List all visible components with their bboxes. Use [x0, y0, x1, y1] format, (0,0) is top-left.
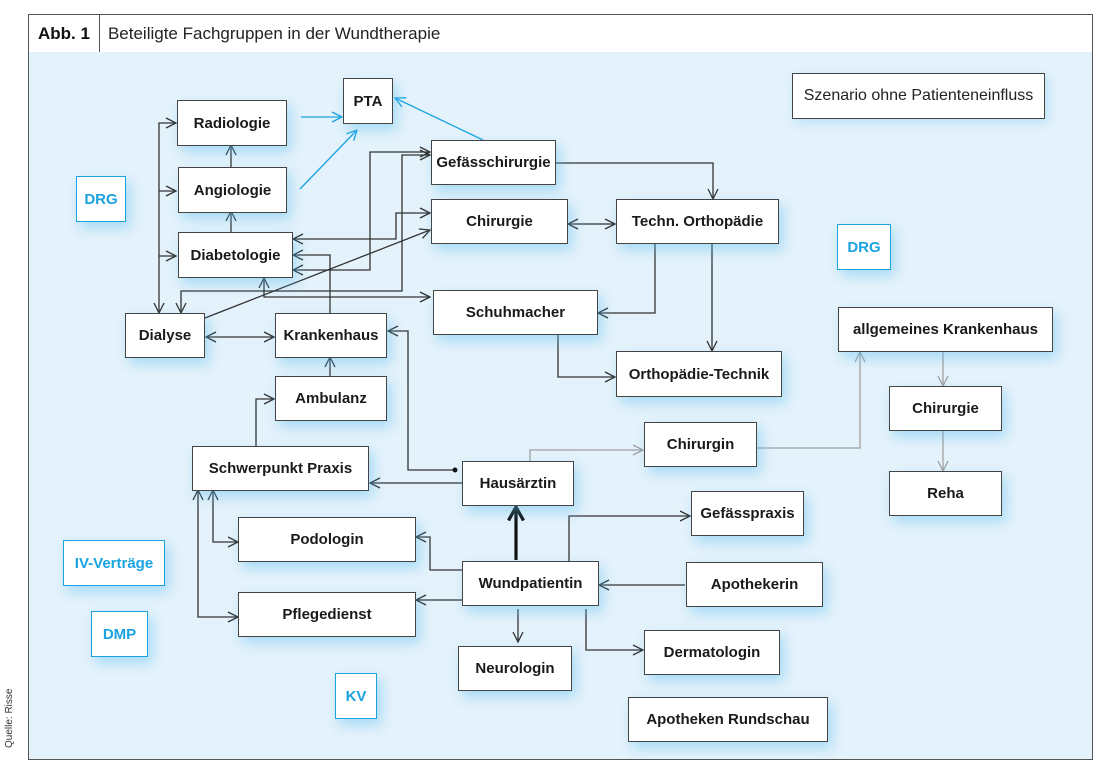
node-dialyse[interactable]: Dialyse: [125, 313, 205, 358]
tag-iv-vertraege: IV-Verträge: [63, 540, 165, 586]
node-radiologie[interactable]: Radiologie: [177, 100, 287, 146]
node-schuhmacher[interactable]: Schuhmacher: [433, 290, 598, 335]
node-reha[interactable]: Reha: [889, 471, 1002, 516]
node-chirurgie-2[interactable]: Chirurgie: [889, 386, 1002, 431]
node-gefaesschirurgie[interactable]: Gefässchirurgie: [431, 140, 556, 185]
tag-kv: KV: [335, 673, 377, 719]
node-podologin[interactable]: Podologin: [238, 517, 416, 562]
node-ambulanz[interactable]: Ambulanz: [275, 376, 387, 421]
node-apothekerin[interactable]: Apothekerin: [686, 562, 823, 607]
node-schwerpunkt-praxis[interactable]: Schwerpunkt Praxis: [192, 446, 369, 491]
node-diabetologie[interactable]: Diabetologie: [178, 232, 293, 278]
tag-drg-right: DRG: [837, 224, 891, 270]
node-techn-orthopaedie[interactable]: Techn. Orthopädie: [616, 199, 779, 244]
node-pta[interactable]: PTA: [343, 78, 393, 124]
node-chirurgie[interactable]: Chirurgie: [431, 199, 568, 244]
node-neurologin[interactable]: Neurologin: [458, 646, 572, 691]
node-allgemeines-krankenhaus[interactable]: allgemeines Krankenhaus: [838, 307, 1053, 352]
node-chirurgin[interactable]: Chirurgin: [644, 422, 757, 467]
node-orthopaedie-technik[interactable]: Orthopädie-Technik: [616, 351, 782, 397]
figure-title: Beteiligte Fachgruppen in der Wundtherap…: [107, 23, 441, 43]
node-hausaerztin[interactable]: Hausärztin: [462, 461, 574, 506]
tag-drg-left: DRG: [76, 176, 126, 222]
node-pflegedienst[interactable]: Pflegedienst: [238, 592, 416, 637]
node-gefaesspraxis[interactable]: Gefässpraxis: [691, 491, 804, 536]
figure-label: Abb. 1: [29, 15, 100, 52]
figure-header: Abb. 1 Beteiligte Fachgruppen in der Wun…: [29, 15, 1092, 53]
source-credit: Quelle: Risse: [4, 688, 15, 748]
node-angiologie[interactable]: Angiologie: [178, 167, 287, 213]
tag-dmp: DMP: [91, 611, 148, 657]
scenario-label: Szenario ohne Patienteneinfluss: [792, 73, 1045, 119]
node-apotheken-rundschau[interactable]: Apotheken Rundschau: [628, 697, 828, 742]
node-wundpatientin[interactable]: Wundpatientin: [462, 561, 599, 606]
node-dermatologin[interactable]: Dermatologin: [644, 630, 780, 675]
node-krankenhaus[interactable]: Krankenhaus: [275, 313, 387, 358]
